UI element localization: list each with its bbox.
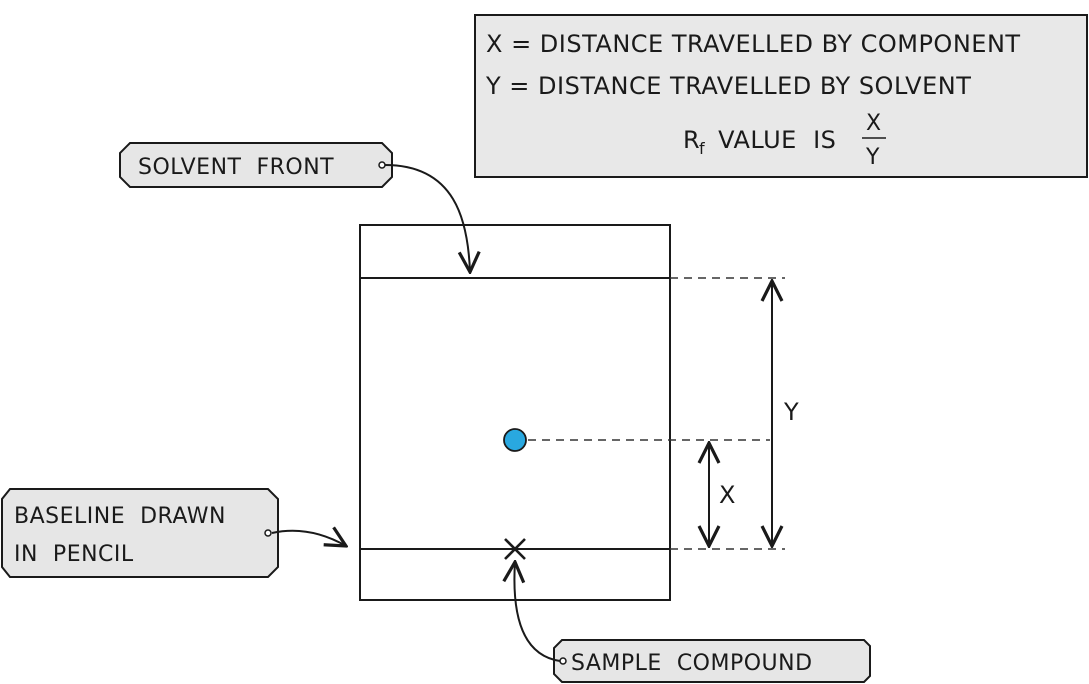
x-distance-label: X	[719, 481, 736, 509]
rf-numerator: X	[866, 111, 882, 136]
definitions-box-background	[474, 14, 1088, 178]
solvent-front-tag: SOLVENT FRONT	[119, 142, 393, 188]
component-spot	[503, 428, 527, 452]
sample-compound-pointer	[514, 562, 561, 662]
rf-denominator: Y	[865, 145, 880, 170]
baseline-pointer	[271, 531, 346, 546]
sample-compound-label: SAMPLE COMPOUND	[571, 651, 813, 676]
sample-cross-mark	[504, 538, 526, 560]
definition-x: X = DISTANCE TRAVELLED BY COMPONENT	[486, 30, 1021, 58]
baseline-label-line1: BASELINE DRAWN	[14, 504, 226, 529]
baseline-tag: BASELINE DRAWN IN PENCIL	[0, 488, 279, 578]
definitions-box: X = DISTANCE TRAVELLED BY COMPONENT Y = …	[474, 14, 1088, 178]
solvent-front-label: SOLVENT FRONT	[138, 155, 334, 180]
solvent-front-pointer	[384, 164, 470, 272]
rf-symbol: R	[683, 126, 700, 154]
definition-y: Y = DISTANCE TRAVELLED BY SOLVENT	[485, 72, 971, 100]
y-distance-label: Y	[783, 398, 799, 426]
rf-formula: R f VALUE IS X Y	[683, 111, 886, 170]
chromatography-paper	[359, 224, 671, 601]
rf-value-is: VALUE IS	[710, 126, 845, 154]
rf-subscript: f	[699, 139, 705, 158]
baseline-label-line2: IN PENCIL	[14, 542, 134, 567]
sample-compound-tag: SAMPLE COMPOUND	[553, 639, 871, 683]
